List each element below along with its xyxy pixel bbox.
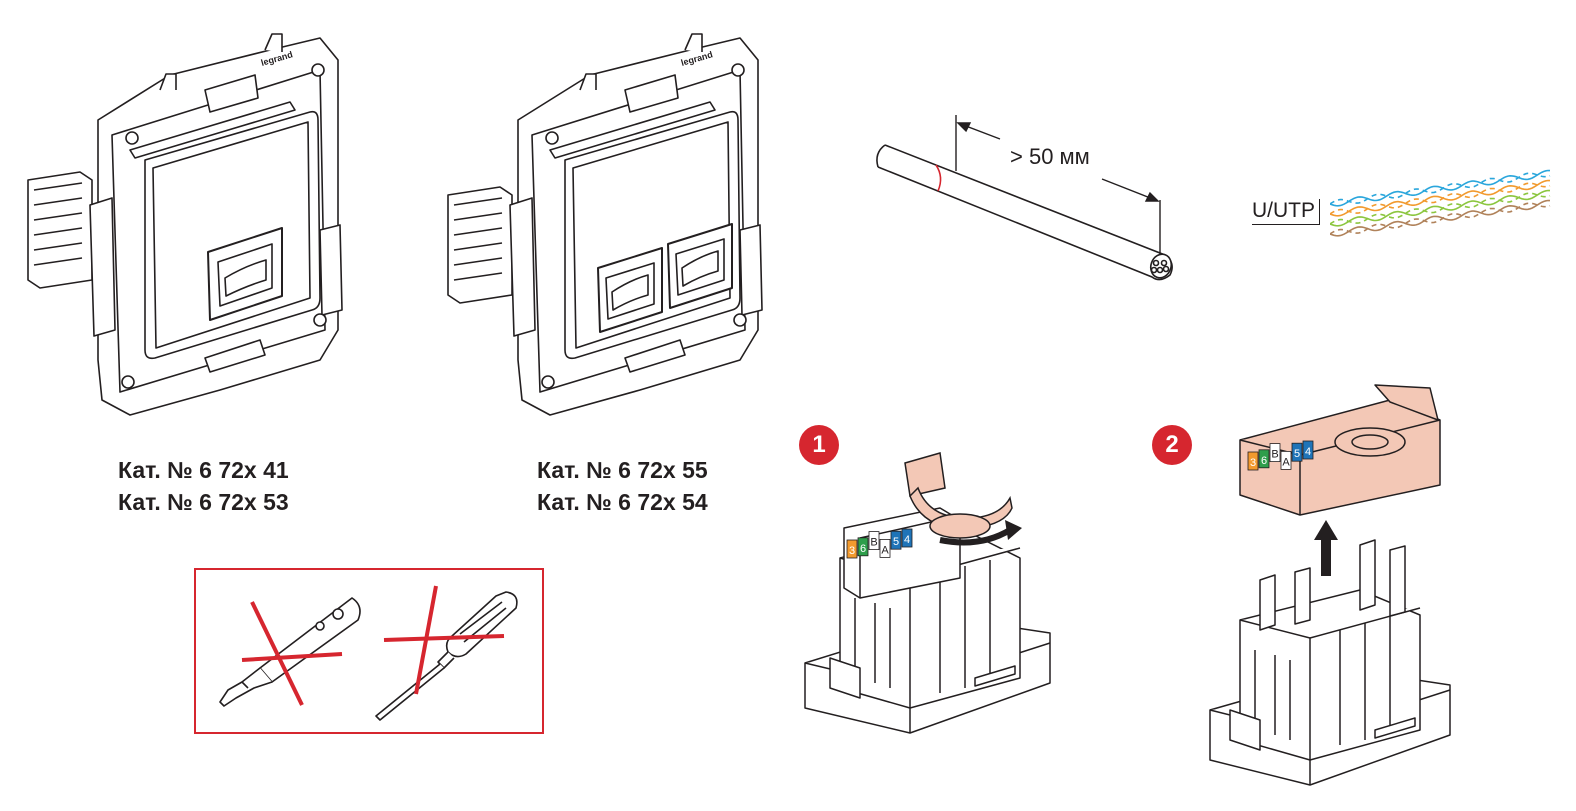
terminal-label: 6 bbox=[860, 543, 866, 555]
twisted-wire bbox=[1330, 179, 1551, 217]
terminal-color-tag bbox=[846, 539, 858, 559]
cable-strip-diagram bbox=[876, 115, 1173, 281]
terminal-color-tag bbox=[1269, 443, 1281, 462]
terminal-label: B bbox=[1271, 449, 1278, 461]
terminal-label: 5 bbox=[1294, 448, 1300, 460]
terminal-label: B bbox=[870, 537, 877, 549]
terminal-color-tag bbox=[1247, 451, 1259, 471]
twisted-wire bbox=[1330, 189, 1551, 227]
terminal-color-tag bbox=[1280, 451, 1292, 470]
twisted-wire bbox=[1330, 182, 1551, 215]
catalogue-number: Кат. № 6 72x 54 bbox=[537, 489, 708, 515]
catalogue-numbers-single: Кат. № 6 72x 41 Кат. № 6 72x 53 bbox=[118, 454, 289, 518]
punch-down-tool-icon bbox=[219, 597, 361, 707]
catalogue-number: Кат. № 6 72x 41 bbox=[118, 457, 289, 483]
terminal-color-tag bbox=[879, 539, 891, 558]
step-number-badge: 1 bbox=[799, 425, 839, 465]
twisted-wire bbox=[1330, 202, 1551, 235]
terminal-color-tag bbox=[868, 531, 880, 550]
twisted-wire bbox=[1330, 169, 1551, 207]
terminal-label: 4 bbox=[1305, 446, 1311, 458]
terminal-color-tag bbox=[901, 528, 913, 548]
forbidden-tools-panel bbox=[194, 568, 544, 734]
step-number-badge: 2 bbox=[1152, 425, 1192, 465]
catalogue-numbers-double: Кат. № 6 72x 55 Кат. № 6 72x 54 bbox=[537, 454, 708, 518]
twisted-wire bbox=[1330, 192, 1551, 225]
twisted-wire bbox=[1330, 199, 1551, 237]
catalogue-number: Кат. № 6 72x 55 bbox=[537, 457, 708, 483]
double-rj45-socket-drawing: legrand bbox=[447, 33, 763, 416]
terminal-label: A bbox=[881, 544, 889, 556]
terminal-label: 3 bbox=[849, 545, 855, 557]
terminal-color-tag bbox=[890, 530, 902, 550]
screwdriver-icon bbox=[375, 585, 518, 721]
terminal-label: 4 bbox=[904, 534, 910, 546]
single-rj45-socket-drawing: legrand bbox=[27, 33, 343, 416]
twisted-wire bbox=[1330, 172, 1551, 205]
terminal-color-tag bbox=[1258, 449, 1270, 469]
terminal-color-tag bbox=[1302, 440, 1314, 460]
twisted-pairs-wires bbox=[1330, 169, 1551, 237]
terminal-label: 5 bbox=[893, 536, 899, 548]
utp-label: U/UTP bbox=[1252, 199, 1320, 225]
terminal-label: A bbox=[1282, 456, 1290, 468]
terminal-color-tag bbox=[1291, 442, 1303, 462]
terminal-label: 6 bbox=[1261, 455, 1267, 467]
terminal-label: 3 bbox=[1250, 457, 1256, 469]
catalogue-number: Кат. № 6 72x 53 bbox=[118, 489, 289, 515]
terminal-color-tag bbox=[857, 537, 869, 557]
strip-length-label: > 50 мм bbox=[1010, 144, 1090, 169]
